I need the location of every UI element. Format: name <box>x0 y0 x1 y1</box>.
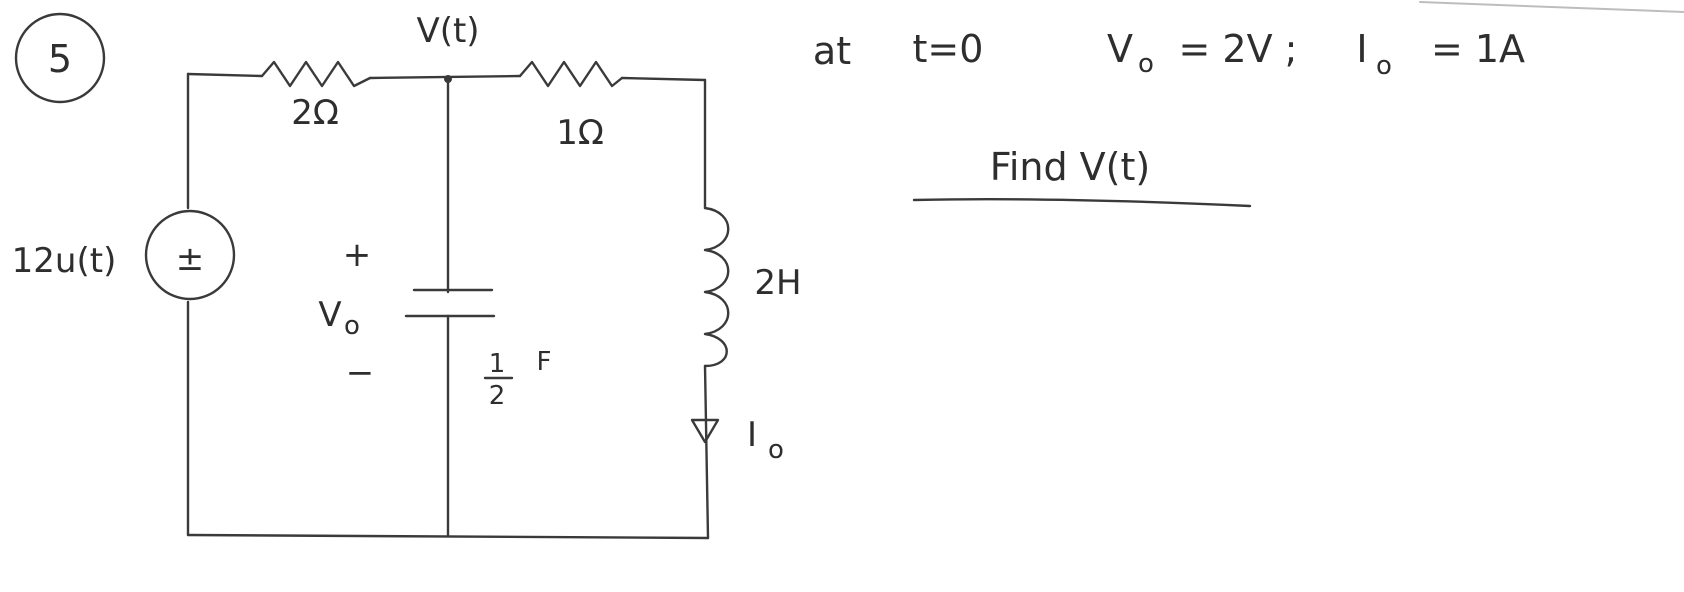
instruction: Find V(t) <box>912 145 1252 208</box>
problem-number-label: 5 <box>48 37 72 81</box>
conditions-v0-subscript: o <box>1138 49 1154 79</box>
instruction-underline <box>912 198 1252 208</box>
voltage-source-label: 12u(t) <box>12 241 117 281</box>
scan-edge <box>1419 1 1684 13</box>
capacitor-voltage-label: V <box>318 295 341 335</box>
capacitor-voltage-subscript: o <box>344 311 360 341</box>
current-indicator: I o <box>690 415 784 465</box>
capacitor-value-numerator: 1 <box>489 349 506 379</box>
node-voltage-label: V(t) <box>416 11 479 51</box>
resistor-2ohm-zigzag <box>260 60 372 88</box>
conditions-at-label: at <box>813 29 851 73</box>
conditions-v0-symbol: V <box>1107 27 1133 71</box>
resistor-1ohm-zigzag <box>518 60 624 88</box>
current-subscript: o <box>768 435 784 465</box>
capacitor-minus-sign: − <box>346 353 375 393</box>
voltage-source: ± 12u(t) <box>12 209 236 301</box>
resistor-2ohm: 2Ω <box>260 60 372 133</box>
circuit-wires <box>186 72 710 540</box>
conditions-time: t=0 <box>913 27 984 71</box>
conditions-i0-value: = 1A <box>1431 27 1525 71</box>
problem-number-circle <box>14 12 106 104</box>
voltage-source-circle <box>144 209 236 301</box>
problem-number: 5 <box>14 12 106 104</box>
current-arrow-icon <box>690 418 720 444</box>
conditions-v0-value: = 2V ; <box>1179 27 1298 71</box>
resistor-1ohm: 1Ω <box>518 60 624 153</box>
capacitor-value-denominator: 2 <box>489 381 506 411</box>
voltage-source-polarity: ± <box>176 239 205 279</box>
conditions-i0-symbol: I <box>1356 27 1367 71</box>
inductor-coil <box>703 206 730 368</box>
inductor-label: 2H <box>754 263 801 303</box>
capacitor-value-unit: F <box>537 347 552 377</box>
capacitor: + V o − 1 2 F <box>318 235 551 411</box>
initial-conditions: at t=0 V o = 2V ; I o = 1A <box>813 27 1525 81</box>
capacitor-plus-sign: + <box>343 235 372 275</box>
instruction-text: Find V(t) <box>990 145 1150 189</box>
inductor: 2H <box>703 206 802 368</box>
node-dot <box>444 75 452 83</box>
current-label: I <box>747 415 757 455</box>
conditions-i0-subscript: o <box>1376 51 1392 81</box>
resistor-2ohm-label: 2Ω <box>291 93 339 133</box>
resistor-1ohm-label: 1Ω <box>556 113 604 153</box>
